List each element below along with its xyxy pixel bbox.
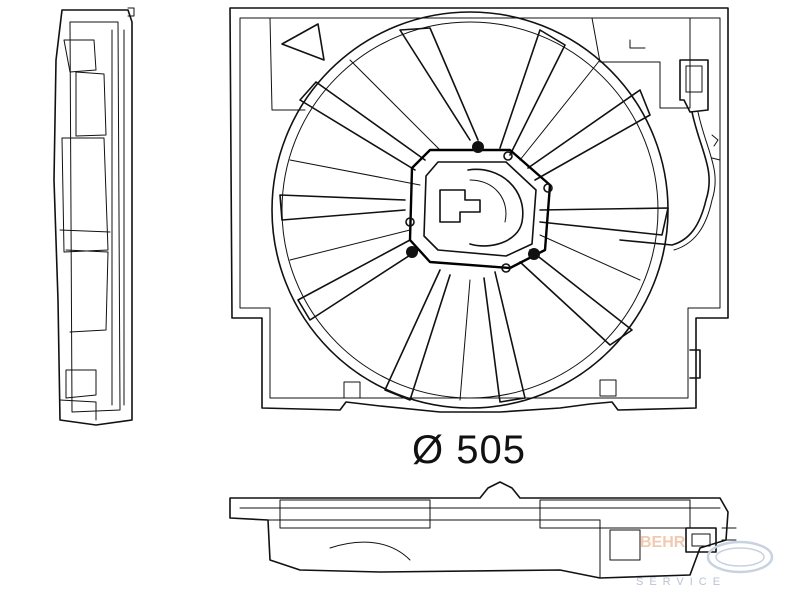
hella-logo-icon — [706, 540, 774, 574]
watermark-brand-text: BEHR — [640, 534, 686, 551]
electrical-connector — [619, 59, 721, 251]
watermark-service-text: SERVICE — [636, 576, 727, 588]
top-view — [229, 481, 737, 579]
front-view — [229, 7, 729, 413]
brand-watermark: BEHR SERVICE — [630, 530, 790, 596]
diameter-label: Ø 505 — [412, 428, 526, 472]
side-view — [53, 7, 135, 426]
fan-blades — [279, 27, 669, 403]
motor-hub — [405, 141, 553, 273]
